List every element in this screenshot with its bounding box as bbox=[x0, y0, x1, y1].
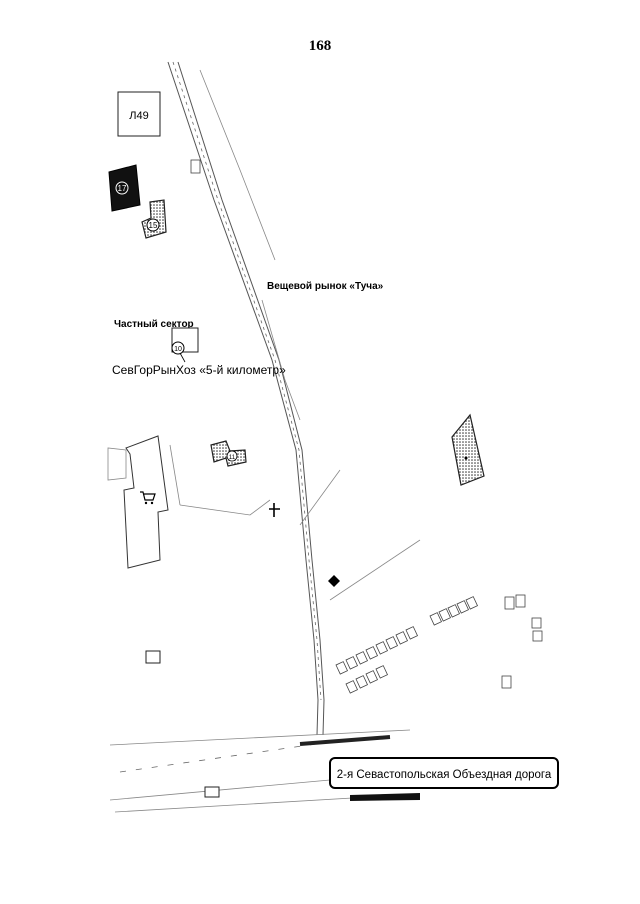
building-17: 17 bbox=[108, 164, 141, 212]
building-10: 10 bbox=[171, 327, 199, 363]
garage-box bbox=[385, 636, 399, 650]
sevgorrynhoz-label: СевГорРынХоз «5-й километр» bbox=[112, 363, 286, 377]
garage-box bbox=[345, 680, 359, 694]
market-label: Вещевой рынок «Туча» bbox=[267, 281, 384, 292]
garage-box bbox=[438, 608, 452, 622]
garage-box bbox=[515, 594, 526, 608]
garage-box bbox=[501, 675, 512, 689]
garage-box bbox=[365, 646, 379, 660]
garage-box bbox=[456, 600, 470, 614]
building-11: 11 bbox=[210, 440, 247, 467]
small-box bbox=[145, 650, 161, 664]
building-l49-label: Л49 bbox=[129, 110, 148, 122]
main-road bbox=[167, 61, 325, 736]
garage-box bbox=[365, 670, 379, 684]
building-l49: Л49 bbox=[117, 91, 161, 137]
bypass-road-callout: 2-я Севастопольская Объездная дорога bbox=[329, 757, 559, 789]
garage-box bbox=[335, 661, 349, 675]
garage-box bbox=[355, 675, 369, 689]
bypass-road-label: 2-я Севастопольская Объездная дорога bbox=[337, 769, 552, 781]
garage-box bbox=[531, 617, 542, 629]
bypass-road-lines bbox=[109, 729, 421, 813]
garage-box bbox=[405, 626, 419, 640]
building-10-label: 10 bbox=[174, 346, 182, 353]
garage-box bbox=[375, 665, 389, 679]
garage-box bbox=[447, 604, 461, 618]
garage-box bbox=[395, 631, 409, 645]
left-block bbox=[107, 435, 169, 569]
garage-box bbox=[355, 651, 369, 665]
building-15-label: 15 bbox=[149, 221, 158, 230]
right-dotted-building bbox=[451, 413, 485, 486]
building-11-label: 11 bbox=[229, 455, 236, 461]
garage-box bbox=[375, 641, 389, 655]
cross-icon bbox=[269, 503, 280, 517]
building-17-label: 17 bbox=[118, 184, 127, 193]
garage-box bbox=[429, 612, 443, 626]
private-sector-label: Частный сектор bbox=[114, 319, 194, 330]
building-15: 15 bbox=[141, 199, 167, 239]
garage-box bbox=[465, 596, 479, 610]
garage-box bbox=[532, 630, 543, 642]
garage-box bbox=[345, 656, 359, 670]
diamond-marker bbox=[328, 575, 340, 587]
page-number: 168 bbox=[308, 38, 332, 54]
small-marker bbox=[190, 159, 201, 174]
shopping-cart-icon bbox=[140, 491, 156, 505]
garage-rows bbox=[335, 594, 543, 694]
side-lines bbox=[169, 69, 421, 601]
garage-box bbox=[504, 596, 515, 610]
